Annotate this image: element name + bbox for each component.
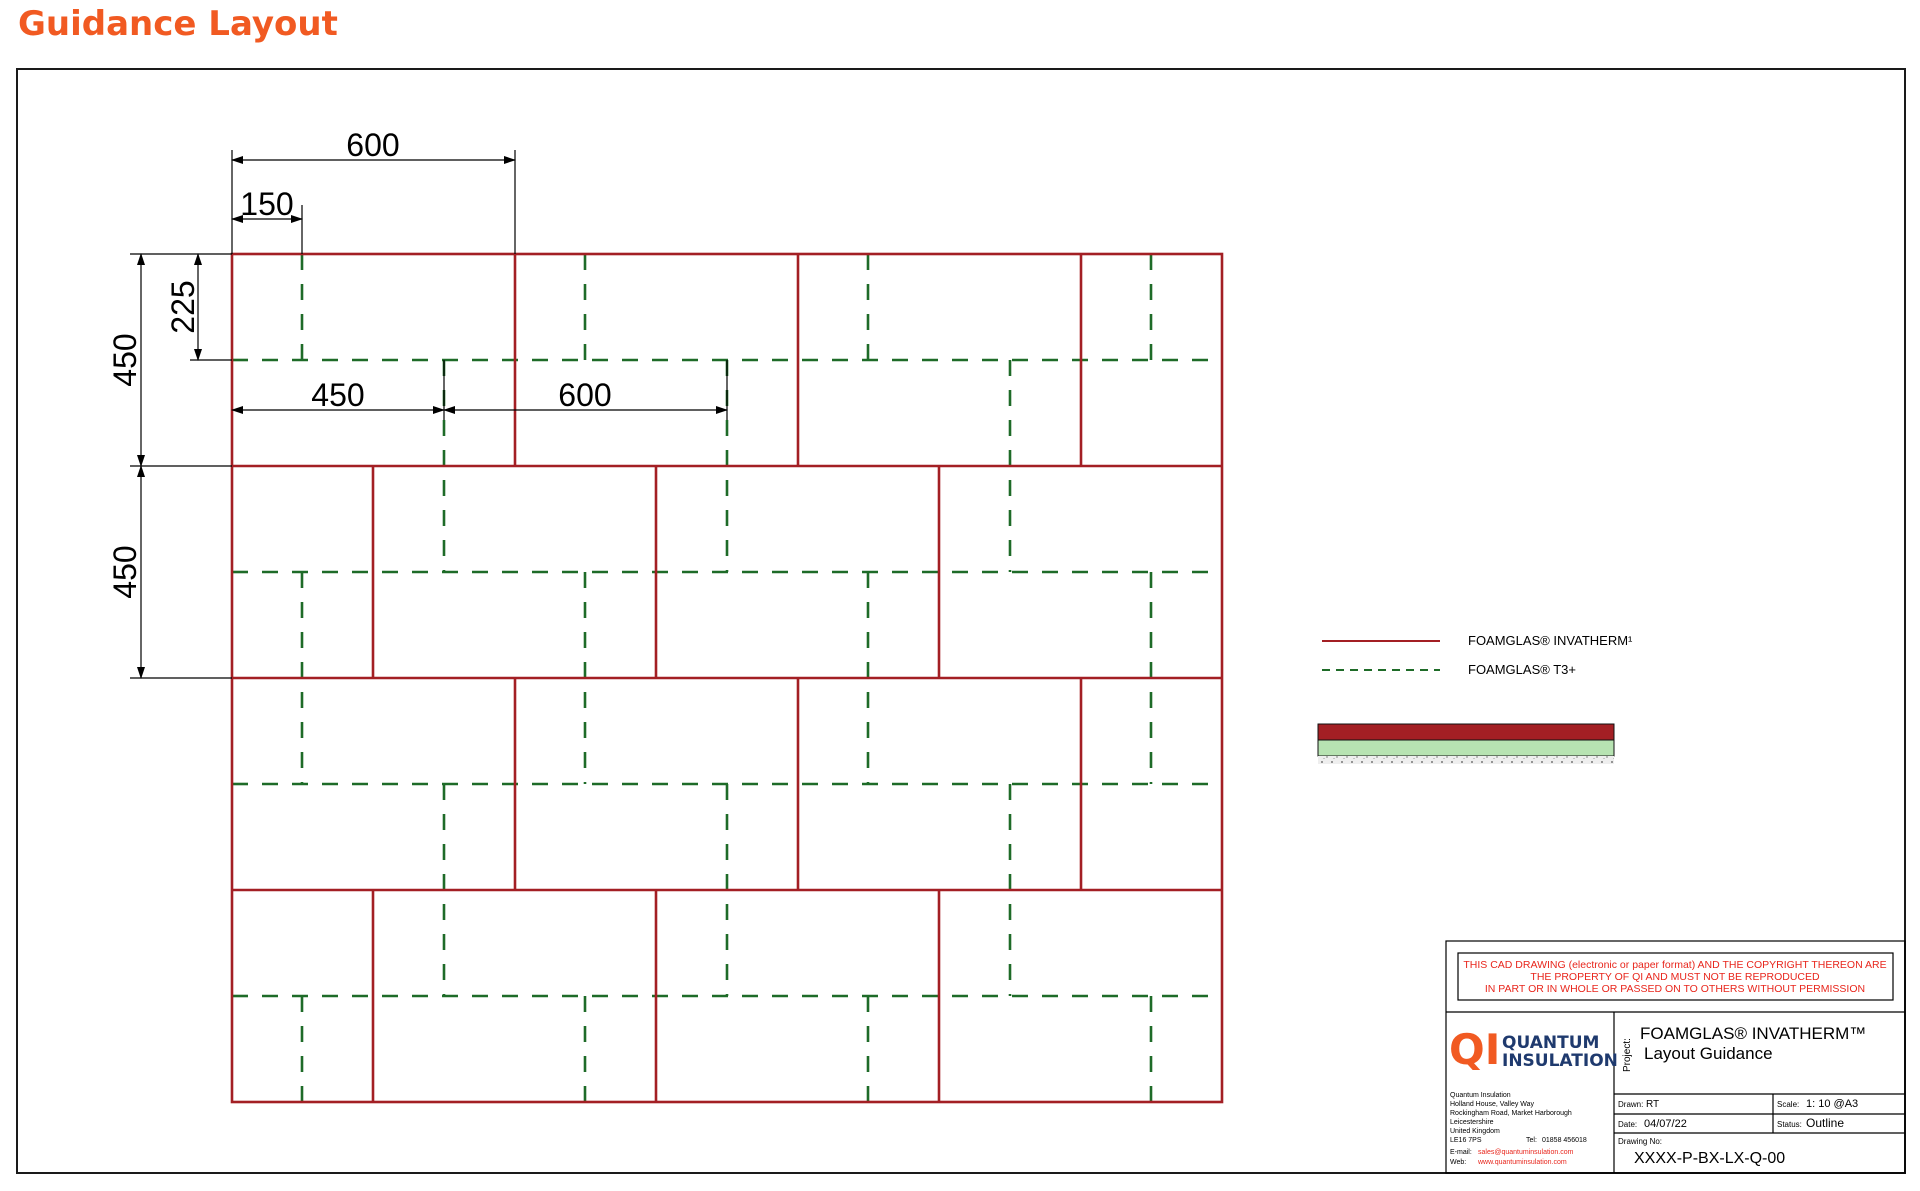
dim-label-600-top: 600	[346, 127, 399, 163]
date-label: Date:	[1618, 1120, 1637, 1129]
dim-label-450-a: 450	[107, 333, 143, 386]
tel-label: Tel:	[1526, 1137, 1537, 1144]
title-block-text: THIS CAD DRAWING (electronic or paper fo…	[1449, 959, 1887, 1167]
sheet-border	[16, 68, 1906, 1174]
drawn-value: RT	[1646, 1099, 1659, 1110]
address-line-6: LE16 7PS	[1450, 1137, 1482, 1144]
project-line-1: FOAMGLAS® INVATHERM™	[1640, 1024, 1866, 1043]
tel-value: 01858 456018	[1542, 1137, 1587, 1144]
email-link[interactable]: sales@quantuminsulation.com	[1478, 1149, 1574, 1156]
legend: FOAMGLAS® INVATHERM¹ FOAMGLAS® T3+	[1322, 633, 1633, 677]
dim-label-600-inner: 600	[558, 377, 611, 413]
status-label: Status:	[1777, 1120, 1802, 1129]
logo-line-2: INSULATION	[1502, 1051, 1618, 1071]
dimension-lines	[130, 150, 728, 679]
logo-mark: QI	[1449, 1025, 1500, 1074]
project-label: Project:	[1622, 1038, 1633, 1072]
scale-value: 1: 10 @A3	[1806, 1098, 1858, 1110]
copyright-line-3: IN PART OR IN WHOLE OR PASSED ON TO OTHE…	[1485, 983, 1865, 995]
project-line-2: Layout Guidance	[1644, 1044, 1773, 1063]
scale-label: Scale:	[1777, 1100, 1799, 1109]
copyright-line-1: THIS CAD DRAWING (electronic or paper fo…	[1463, 959, 1886, 971]
dim-label-450-inner: 450	[311, 377, 364, 413]
drawn-label: Drawn:	[1618, 1100, 1643, 1109]
legend-label-invatherm: FOAMGLAS® INVATHERM¹	[1468, 633, 1633, 648]
dimension-labels: 600 150 225 450 450 450 600	[107, 127, 612, 599]
build-up-section	[1317, 723, 1615, 764]
web-label: Web:	[1450, 1159, 1466, 1166]
legend-label-t3: FOAMGLAS® T3+	[1468, 662, 1576, 677]
drawing-no-value: XXXX-P-BX-LX-Q-00	[1634, 1150, 1785, 1167]
dim-label-450-b: 450	[107, 545, 143, 598]
address-line-4: Leicestershire	[1450, 1119, 1494, 1126]
web-link[interactable]: www.quantuminsulation.com	[1477, 1159, 1567, 1166]
status-value: Outline	[1806, 1116, 1844, 1130]
title-block	[1445, 940, 1906, 1174]
dim-label-225: 225	[165, 280, 201, 333]
date-value: 04/07/22	[1644, 1118, 1687, 1130]
dim-label-150: 150	[240, 186, 293, 222]
logo-line-1: QUANTUM	[1502, 1033, 1599, 1053]
quantum-logo: QI QUANTUM INSULATION	[1449, 1025, 1618, 1074]
copyright-box	[1457, 952, 1894, 1001]
address-line-5: United Kingdom	[1450, 1128, 1500, 1135]
email-label: E-mail:	[1450, 1149, 1472, 1156]
address-line-1: Quantum Insulation	[1450, 1092, 1511, 1099]
page-title: Guidance Layout	[18, 4, 338, 44]
drawing-no-label: Drawing No:	[1618, 1137, 1662, 1146]
address-line-2: Holland House, Valley Way	[1450, 1101, 1535, 1108]
address-line-3: Rockingham Road, Market Harborough	[1450, 1110, 1572, 1117]
copyright-line-2: THE PROPERTY OF QI AND MUST NOT BE REPRO…	[1530, 971, 1820, 983]
